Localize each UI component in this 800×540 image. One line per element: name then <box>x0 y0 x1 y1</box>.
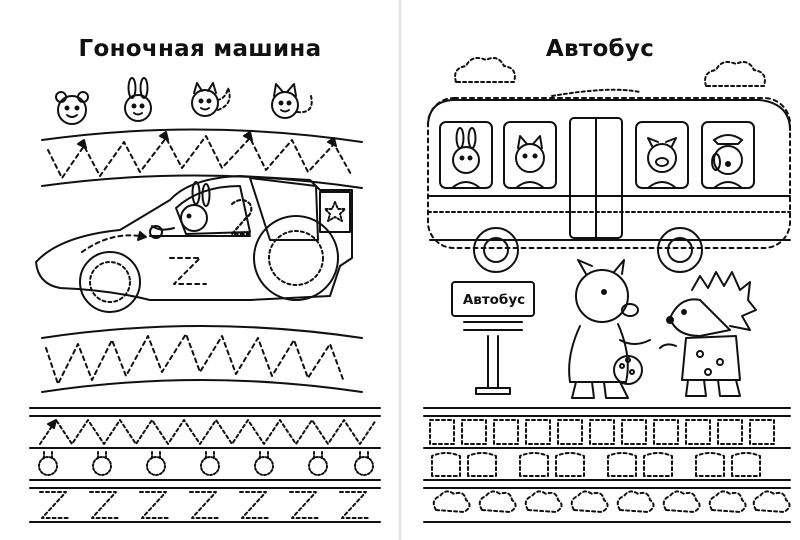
squirrel-face-icon <box>191 82 231 117</box>
bear-face-icon <box>55 91 89 125</box>
cloud-right-icon <box>704 61 766 87</box>
dog-driver-icon <box>711 134 743 189</box>
hedgehog-character-icon <box>659 271 757 397</box>
bus-stop-sign <box>451 281 535 395</box>
right-page-title: Автобус <box>545 36 655 62</box>
left-page: Гоночная машина <box>78 36 322 62</box>
tracing-strip-left <box>29 407 381 523</box>
left-page-title: Гоночная машина <box>78 36 322 62</box>
bunny-driver-icon <box>149 181 211 239</box>
race-car <box>35 175 353 313</box>
zigzag-road-top <box>41 128 363 189</box>
dashed-line-sky <box>551 88 641 97</box>
bunny-face-icon <box>124 77 152 122</box>
bunny-heads-row <box>38 449 374 476</box>
tracing-strip-right <box>423 407 791 523</box>
bus-stop-sign-label: Автобус <box>462 292 526 308</box>
right-page: Автобус <box>400 0 800 540</box>
pig-passenger-icon <box>647 137 677 189</box>
cloud-left-icon <box>454 57 516 83</box>
pig-character-icon <box>568 259 651 399</box>
bus <box>427 97 791 273</box>
zigzag-road-bottom <box>41 325 363 393</box>
fox-face-icon <box>271 83 313 119</box>
page-spine <box>398 0 402 540</box>
cat-passenger-icon <box>515 135 545 189</box>
bunny-passenger-icon <box>451 127 481 189</box>
